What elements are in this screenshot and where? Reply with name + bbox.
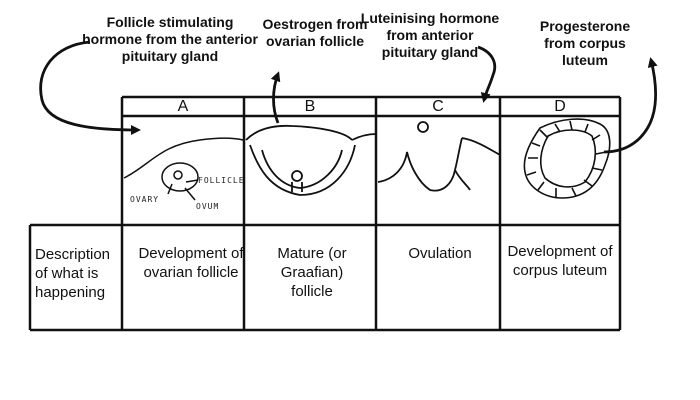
- table-grid: [28, 95, 622, 332]
- hormone-arrows: [39, 40, 658, 154]
- sketch-graafian-follicle: [245, 124, 377, 196]
- lh-label: Luteinising hormone from anterior pituit…: [360, 10, 500, 60]
- stage-header-b: B: [304, 98, 316, 115]
- progesterone-label: Progesterone from corpus luteum: [539, 18, 631, 68]
- stage-description-a: Development of ovarian follicle: [138, 245, 244, 281]
- stage-header-a: A: [177, 98, 189, 115]
- follicle-sketch-label: FOLLICLE: [198, 176, 245, 185]
- ovary-sketch-label: OVARY: [130, 195, 160, 204]
- sketch-ovary-follicle: [123, 137, 244, 201]
- fsh-label: Follicle stimulating hormone from the an…: [82, 14, 258, 64]
- oestrogen-label: Oestrogen from ovarian follicle: [262, 16, 368, 49]
- sketch-corpus-luteum: [523, 118, 611, 199]
- lh-arrow: [477, 45, 497, 103]
- progesterone-arrow: [603, 57, 658, 154]
- stage-header-c: C: [432, 98, 444, 115]
- oestrogen-arrow: [270, 71, 281, 124]
- sketch-ovulation: [377, 121, 501, 192]
- stage-header-d: D: [554, 98, 566, 115]
- row-label: Description of what is happening: [35, 246, 111, 301]
- stage-description-b: Mature (or Graafian) follicle: [277, 245, 347, 300]
- stage-description-c: Ovulation: [408, 245, 472, 262]
- fsh-arrow: [39, 40, 141, 135]
- ovum-sketch-label: OVUM: [196, 202, 220, 211]
- stage-description-d: Development of corpus luteum: [507, 243, 613, 279]
